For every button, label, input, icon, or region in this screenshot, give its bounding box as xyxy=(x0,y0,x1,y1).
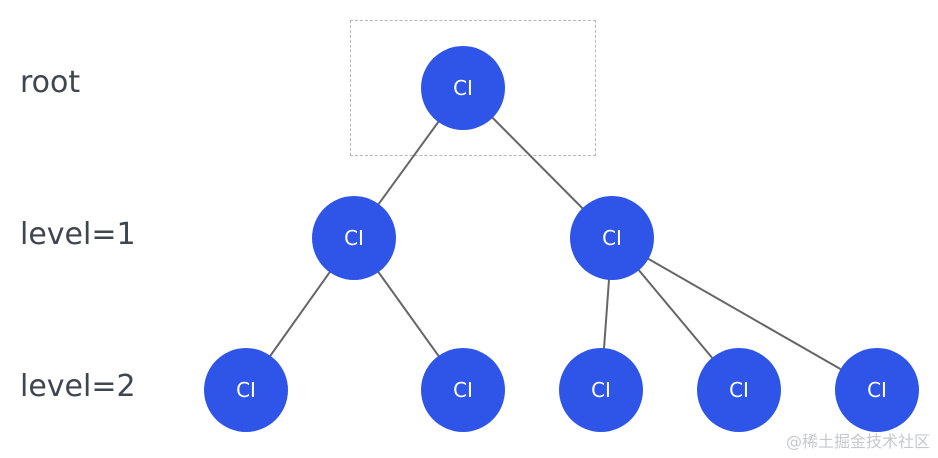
tree-node-n7[interactable]: CI xyxy=(835,348,919,432)
level-label-level-2: level=2 xyxy=(20,369,136,404)
level-label-level-1: level=1 xyxy=(20,217,136,252)
tree-node-n2[interactable]: CI xyxy=(570,196,654,280)
tree-node-n5[interactable]: CI xyxy=(559,348,643,432)
watermark: @稀土掘金技术社区 xyxy=(785,432,930,451)
level-label-root: root xyxy=(20,65,81,100)
tree-node-n1[interactable]: CI xyxy=(312,196,396,280)
tree-node-n0[interactable]: CI xyxy=(421,46,505,130)
edge-n2-n7 xyxy=(611,237,878,391)
tree-node-n6[interactable]: CI xyxy=(697,348,781,432)
root-highlight-box xyxy=(350,20,596,156)
tree-node-n4[interactable]: CI xyxy=(421,348,505,432)
tree-node-n3[interactable]: CI xyxy=(204,348,288,432)
